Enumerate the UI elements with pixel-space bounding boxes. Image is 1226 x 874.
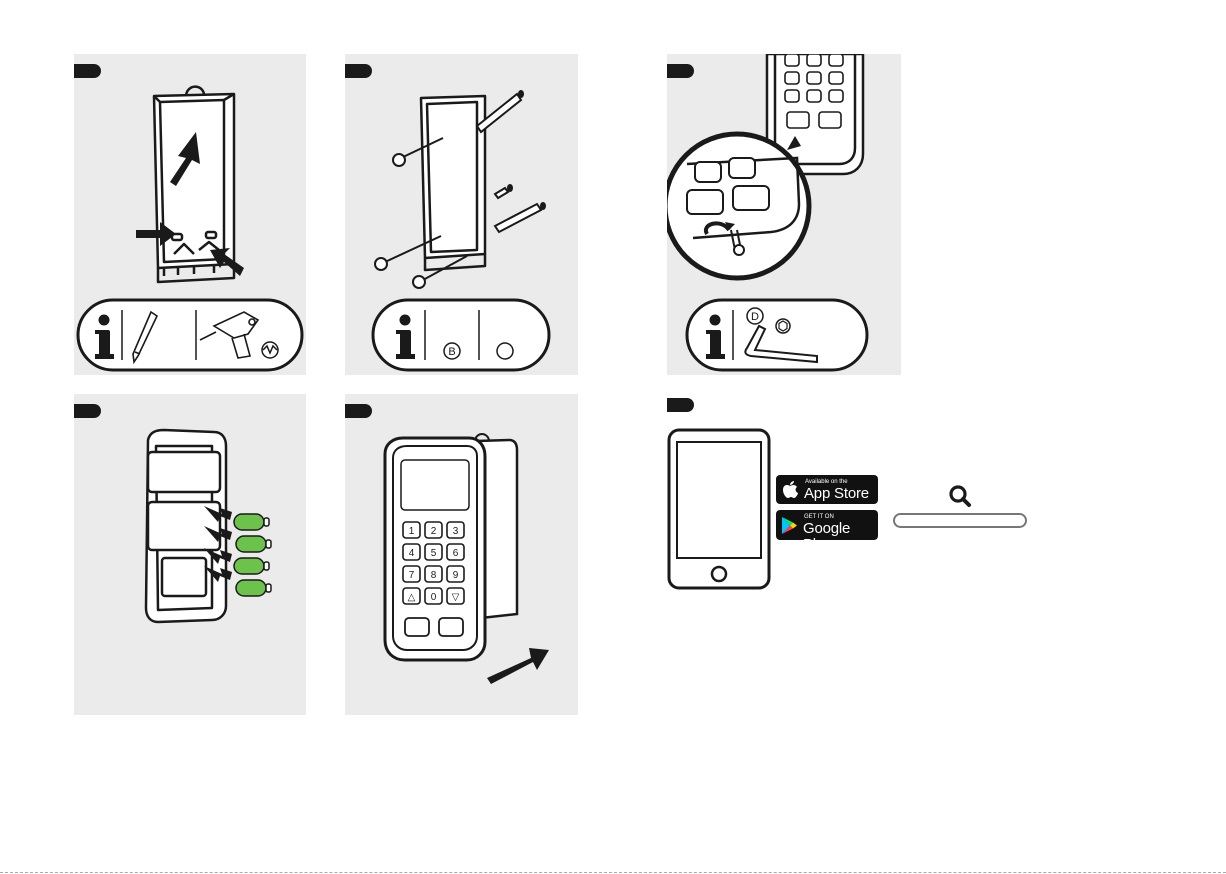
page-edge-rule (0, 872, 1226, 873)
step-panel-batteries (74, 394, 306, 715)
keypad-key-label: △ (408, 592, 416, 603)
mounting-plate-illustration (74, 54, 306, 375)
step-panel-mount-plate (74, 54, 306, 375)
keypad-key-label: 4 (409, 548, 415, 559)
search-icon (948, 484, 972, 508)
keypad-key-label: 0 (431, 592, 437, 603)
step-panel-attach-keypad: 1 2 3 4 5 6 7 8 9 △ 0 ▽ (345, 394, 578, 715)
keypad-key-label: 5 (431, 548, 437, 559)
keypad-key-label: 6 (453, 548, 459, 559)
magnified-detail (667, 134, 809, 278)
fix-screw-illustration: D (667, 54, 901, 375)
drill-bit-icon (262, 342, 278, 358)
keypad-key-label: 9 (453, 570, 459, 581)
keypad-illustration: 1 2 3 4 5 6 7 8 9 △ 0 ▽ (345, 394, 578, 715)
battery-illustration (74, 394, 306, 715)
google-play-label: Google Play (803, 521, 878, 553)
keypad-key-label: 8 (431, 570, 437, 581)
step-panel-screws: B (345, 54, 578, 375)
svg-text:D: D (751, 311, 759, 323)
step-badge (667, 398, 694, 412)
app-store-button[interactable]: Available on the App Store (776, 475, 878, 504)
battery-icons (234, 514, 271, 596)
phone-icon (667, 428, 773, 592)
keypad-key-label: 2 (431, 526, 437, 537)
step-panel-fix-screw: D (667, 54, 901, 375)
apple-icon (782, 480, 798, 499)
keypad-key-label: ▽ (452, 592, 460, 603)
screws-plugs-illustration: B (345, 54, 578, 375)
app-store-label: App Store (804, 486, 869, 502)
search-field[interactable] (893, 513, 1027, 528)
svg-text:B: B (448, 346, 455, 358)
keypad-key-label: 7 (409, 570, 415, 581)
keypad-key-label: 1 (409, 526, 415, 537)
play-icon (781, 516, 798, 535)
part-circle-icon (497, 343, 513, 359)
wall-plug-icons (477, 94, 541, 232)
keypad-key-label: 3 (453, 526, 459, 537)
arrow-icon (487, 648, 549, 684)
google-play-button[interactable]: GET IT ON Google Play (776, 510, 878, 540)
